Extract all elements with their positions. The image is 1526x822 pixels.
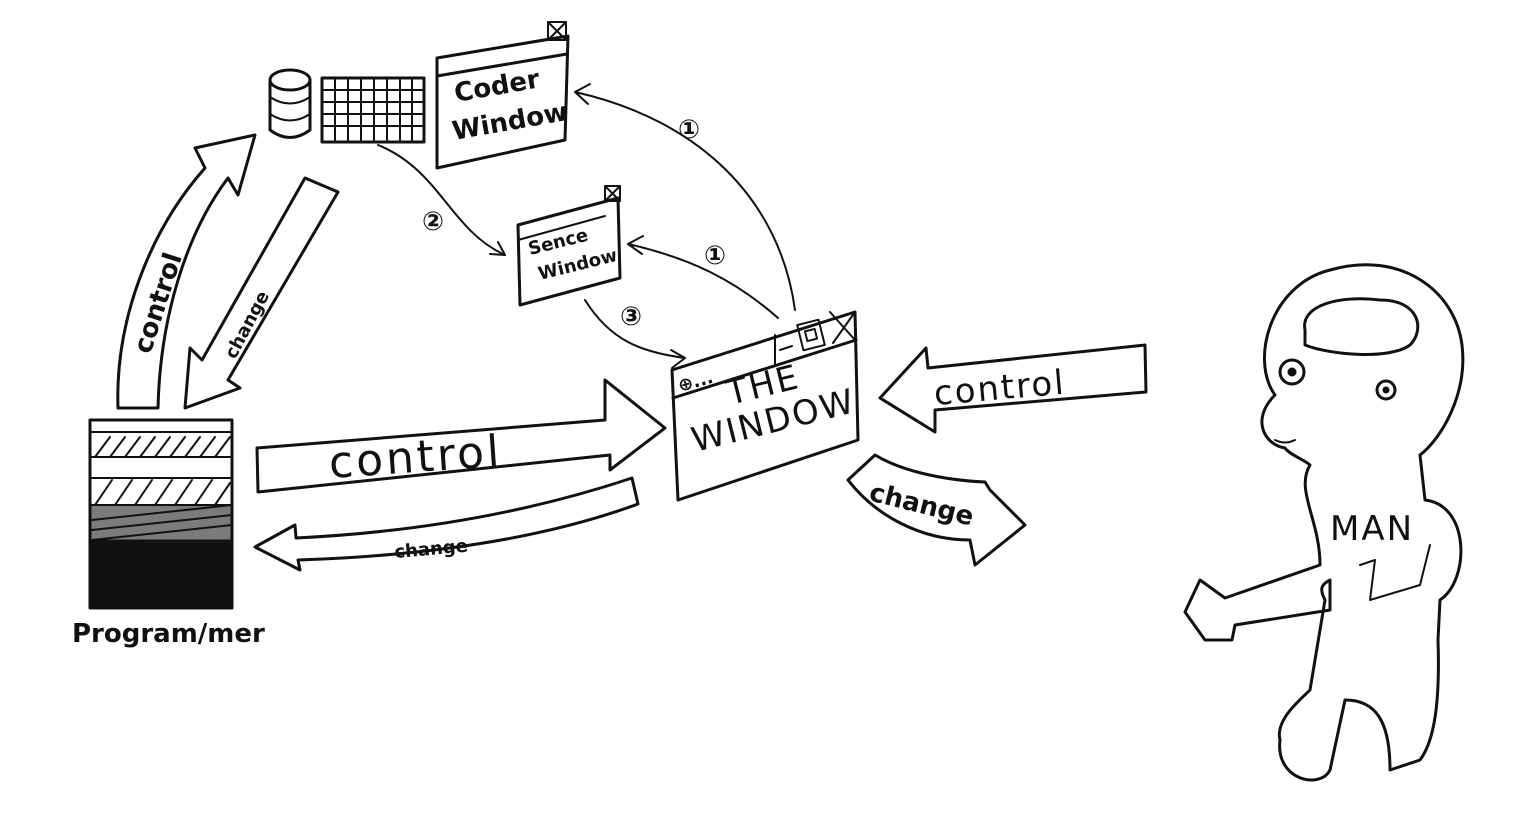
arrow-change-vertical-label: change <box>221 288 274 363</box>
programmer-label: Program/mer <box>72 619 265 649</box>
arrow-control-vertical-label: control <box>128 249 189 357</box>
arrow-change-right: change <box>846 453 1027 567</box>
arrow-control-main-label: control <box>327 426 504 489</box>
database-icon <box>268 68 312 139</box>
arrow-change-right-label: change <box>866 478 976 533</box>
flow-arrow-3-to-window <box>584 299 686 369</box>
step-3: ③ <box>620 302 642 332</box>
the-window: ⊕... THE WINDOW <box>670 310 860 502</box>
arrow-control-right: control <box>878 343 1148 434</box>
flow-arrow-1-to-coder <box>574 83 796 311</box>
coder-window: Coder Window <box>435 21 570 170</box>
step-2: ② <box>422 207 444 237</box>
man-figure <box>1183 263 1465 782</box>
flow-arrow-1-to-sence <box>627 235 779 319</box>
programmer-block <box>88 418 234 610</box>
arrow-change-bottom-label: change <box>394 536 469 563</box>
arrow-control-main: control <box>255 378 667 494</box>
arrow-change-bottom: change <box>253 476 640 572</box>
table-grid-icon <box>320 76 426 144</box>
flow-arrow-2-to-sence <box>377 144 506 256</box>
arrow-control-right-label: control <box>932 363 1067 414</box>
the-window-tab: ⊕... <box>676 367 716 397</box>
step-1-lower: ① <box>704 241 726 271</box>
sence-window: Sence Window <box>516 185 622 307</box>
man-label: MAN <box>1330 509 1414 549</box>
step-1-upper: ① <box>678 115 700 145</box>
arrow-change-vertical: change <box>183 176 340 410</box>
